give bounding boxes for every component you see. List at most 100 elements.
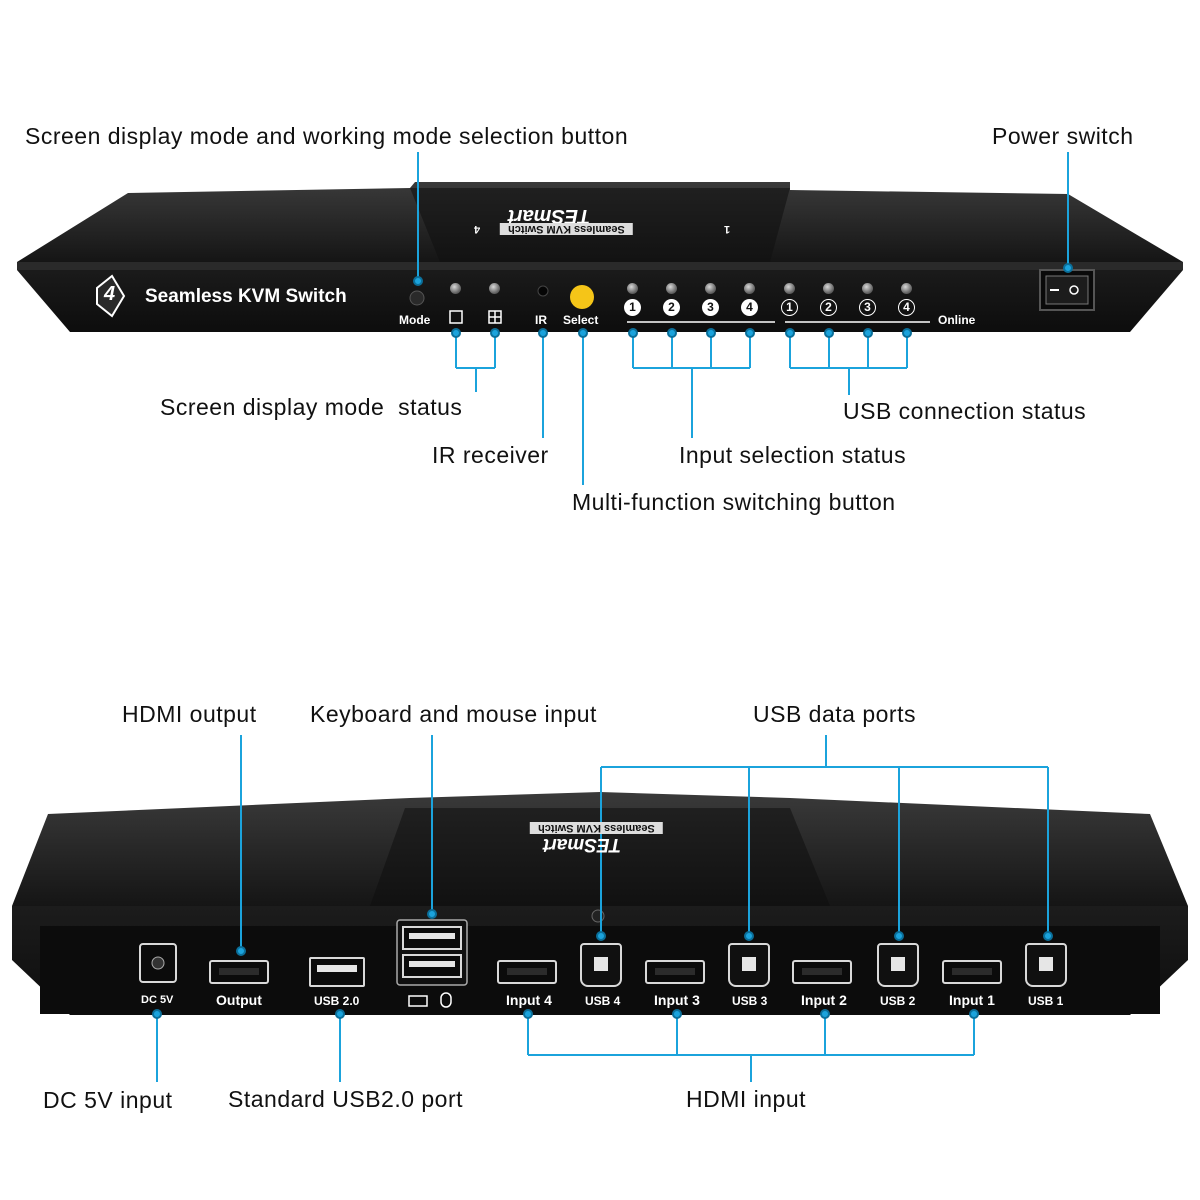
callout-multi-button: Multi-function switching button bbox=[572, 489, 896, 515]
keyboard-icon bbox=[408, 995, 428, 1007]
online-4-led bbox=[901, 283, 912, 294]
front-face bbox=[17, 262, 1183, 332]
rear-leader-lines bbox=[156, 735, 1049, 1082]
hdmi-input-4-port bbox=[497, 960, 557, 984]
power-switch-mark-on bbox=[1069, 285, 1079, 295]
callout-display-status: Screen display mode status bbox=[160, 394, 463, 420]
port-label-usb20: USB 2.0 bbox=[314, 994, 360, 1008]
input-1-dot bbox=[628, 328, 638, 338]
online-number-1: 1 bbox=[781, 299, 798, 316]
callout-mode-button: Screen display mode and working mode sel… bbox=[25, 123, 629, 149]
port-label-usb2: USB 2 bbox=[880, 994, 916, 1008]
usb-3-dot bbox=[744, 931, 754, 941]
input-2-led bbox=[666, 283, 677, 294]
front-brand-sub: Seamless KVM Switch bbox=[500, 223, 633, 235]
callout-input-status: Input selection status bbox=[679, 442, 907, 468]
online-number-3: 3 bbox=[859, 299, 876, 316]
hdmi-input-4-dot bbox=[523, 1009, 533, 1019]
input-number-3: 3 bbox=[702, 299, 719, 316]
online-number-4: 4 bbox=[898, 299, 915, 316]
callout-hdmi-input: HDMI input bbox=[686, 1086, 807, 1112]
dc-dot bbox=[152, 1009, 162, 1019]
port-label-input1: Input 1 bbox=[949, 992, 995, 1008]
select-button-body bbox=[570, 285, 594, 309]
mode-label: Mode bbox=[399, 313, 431, 327]
callout-ir-receiver: IR receiver bbox=[432, 442, 549, 468]
port-label-usb4: USB 4 bbox=[585, 994, 621, 1008]
kb-port-top-tongue bbox=[409, 933, 455, 939]
front-brand-n1: 4 bbox=[474, 223, 481, 235]
rear-brand: TESmart bbox=[543, 834, 622, 855]
front-face-lip bbox=[17, 262, 1183, 270]
callout-hdmi-output: HDMI output bbox=[122, 701, 257, 727]
input-4-led bbox=[744, 283, 755, 294]
front-product-name: Seamless KVM Switch bbox=[145, 286, 347, 307]
online-number-2: 2 bbox=[820, 299, 837, 316]
callout-dc-input: DC 5V input bbox=[43, 1087, 173, 1113]
display-single-led bbox=[450, 283, 461, 294]
quad-mode-dot bbox=[490, 328, 500, 338]
online-1-dot bbox=[785, 328, 795, 338]
port-label-output: Output bbox=[216, 992, 262, 1008]
port-label-input4: Input 4 bbox=[506, 992, 552, 1008]
select-label: Select bbox=[563, 313, 599, 327]
usb-4-port bbox=[580, 943, 622, 987]
mouse-icon bbox=[440, 992, 452, 1008]
ir-label: IR bbox=[535, 313, 547, 327]
callout-std-usb: Standard USB2.0 port bbox=[228, 1086, 464, 1112]
online-4-dot bbox=[902, 328, 912, 338]
input-3-led bbox=[705, 283, 716, 294]
single-mode-dot bbox=[451, 328, 461, 338]
front-logo-badge bbox=[96, 274, 126, 318]
online-2-led bbox=[823, 283, 834, 294]
hdmi-input-1-dot bbox=[969, 1009, 979, 1019]
mode-button-body bbox=[409, 290, 425, 306]
online-label: Online bbox=[938, 313, 976, 327]
online-3-led bbox=[862, 283, 873, 294]
port-label-dc: DC 5V bbox=[141, 994, 174, 1006]
input-3-dot bbox=[706, 328, 716, 338]
hdmi-input-2-dot bbox=[820, 1009, 830, 1019]
port-label-input3: Input 3 bbox=[654, 992, 700, 1008]
front-leader-lines bbox=[417, 152, 1069, 485]
port-label-usb3: USB 3 bbox=[732, 994, 768, 1008]
select-dot bbox=[578, 328, 588, 338]
mode-button-dot bbox=[413, 276, 423, 286]
usb20-port bbox=[309, 957, 365, 987]
kb-mouse-dot bbox=[427, 909, 437, 919]
usb-2-dot bbox=[894, 931, 904, 941]
callout-kb-mouse: Keyboard and mouse input bbox=[310, 701, 597, 727]
hdmi-input-3-dot bbox=[672, 1009, 682, 1019]
hdmi-input-1-port bbox=[942, 960, 1002, 984]
port-label-usb1: USB 1 bbox=[1028, 994, 1064, 1008]
callout-power-switch: Power switch bbox=[992, 123, 1134, 149]
usb-1-port bbox=[1025, 943, 1067, 987]
rear-brand-sub: Seamless KVM Switch bbox=[530, 822, 663, 834]
kb-port-bottom-tongue bbox=[409, 961, 455, 967]
usb-4-dot bbox=[596, 931, 606, 941]
usb20-dot bbox=[335, 1009, 345, 1019]
input-number-4: 4 bbox=[741, 299, 758, 316]
front-device bbox=[17, 182, 1183, 332]
input-2-dot bbox=[667, 328, 677, 338]
ir-dot bbox=[538, 328, 548, 338]
ground-screw bbox=[591, 909, 605, 923]
usb-3-port bbox=[728, 943, 770, 987]
input-4-dot bbox=[745, 328, 755, 338]
hdmi-input-2-port bbox=[792, 960, 852, 984]
online-2-dot bbox=[824, 328, 834, 338]
hdmi-output-dot bbox=[236, 946, 246, 956]
online-1-led bbox=[784, 283, 795, 294]
callout-usb-status: USB connection status bbox=[843, 398, 1087, 424]
usb-1-dot bbox=[1043, 931, 1053, 941]
ir-receiver-window bbox=[537, 285, 549, 297]
front-brand-n2: 1 bbox=[724, 223, 731, 235]
input-1-led bbox=[627, 283, 638, 294]
input-number-1: 1 bbox=[624, 299, 641, 316]
online-3-dot bbox=[863, 328, 873, 338]
front-logo-digit: 4 bbox=[104, 283, 116, 305]
display-quad-led bbox=[489, 283, 500, 294]
port-label-input2: Input 2 bbox=[801, 992, 847, 1008]
usb-2-port bbox=[877, 943, 919, 987]
